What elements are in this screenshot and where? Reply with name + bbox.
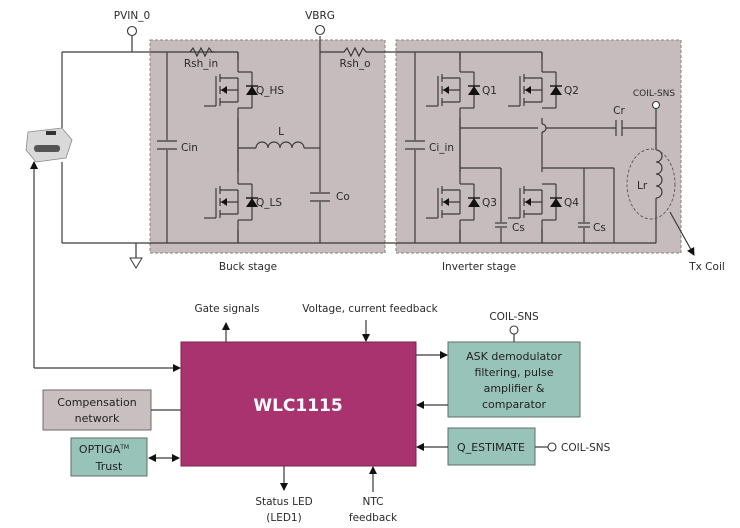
q1-label: Q1 <box>482 85 497 97</box>
pvin-label: PVIN_0 <box>114 10 150 22</box>
lr-label: Lr <box>637 180 648 192</box>
q3-mosfet <box>425 172 481 230</box>
ask-line-3: amplifier & <box>484 382 545 395</box>
rsh-in-label: Rsh_in <box>184 58 218 70</box>
ci-in-label: Ci_in <box>429 142 454 154</box>
feedback-label: Voltage, current feedback <box>302 303 438 315</box>
ntc-sub-label: feedback <box>349 512 398 524</box>
q-estimate-block <box>447 427 536 466</box>
q-ls-mosfet <box>203 172 259 230</box>
controller-name: WLC1115 <box>253 396 342 416</box>
input-wiring <box>61 36 396 269</box>
cin-label: Cin <box>181 142 198 154</box>
wlc1115-controller <box>180 341 417 467</box>
q2-label: Q2 <box>564 85 579 97</box>
ask-coil-sns-label: COIL-SNS <box>489 311 539 323</box>
ask-line-4: comparator <box>482 398 547 411</box>
status-led-sub-label: (LED1) <box>266 512 301 524</box>
inverter-stage-label: Inverter stage <box>442 261 516 273</box>
optiga-label: OPTIGATM <box>79 443 129 456</box>
gate-signals-label: Gate signals <box>194 303 259 315</box>
pvin-node <box>126 25 138 37</box>
ask-demodulator-block <box>447 341 581 418</box>
ask-line-1: ASK demodulator <box>466 350 562 363</box>
status-led-label: Status LED <box>255 496 312 508</box>
tx-coil-label: Tx Coil <box>688 261 725 273</box>
q-coil-sns-node <box>547 442 557 452</box>
ntc-label: NTC <box>363 496 384 508</box>
compensation-line-1: Compensation <box>57 396 136 409</box>
q-ls-label: Q_LS <box>256 197 282 209</box>
usb-c-connector-icon <box>25 127 73 163</box>
coil-sns-node <box>651 100 661 110</box>
q-hs-label: Q_HS <box>256 85 284 97</box>
q-coil-sns-label: COIL-SNS <box>561 442 611 454</box>
optiga-trust-block <box>70 437 148 477</box>
q4-mosfet <box>507 172 563 230</box>
q1-mosfet <box>425 60 481 118</box>
buck-stage-label: Buck stage <box>219 261 277 273</box>
optiga-trust-label: Trust <box>95 460 123 473</box>
compensation-line-2: network <box>75 412 120 425</box>
q2-mosfet <box>507 60 563 118</box>
cs-left-label: Cs <box>512 222 525 234</box>
coil-sns-top-label: COIL-SNS <box>633 89 676 99</box>
inductor-l-label: L <box>278 126 284 138</box>
ask-line-2: filtering, pulse <box>474 366 553 379</box>
q-estimate-label: Q_ESTIMATE <box>457 441 525 454</box>
rsh-o-label: Rsh_o <box>339 58 370 70</box>
q4-label: Q4 <box>564 197 579 209</box>
vbrg-node <box>314 24 326 36</box>
cs-right-label: Cs <box>593 222 606 234</box>
ask-coil-sns-node <box>509 325 519 335</box>
q-hs-mosfet <box>203 60 259 118</box>
q3-label: Q3 <box>482 197 497 209</box>
cr-label: Cr <box>613 105 625 117</box>
vbrg-label: VBRG <box>305 10 335 22</box>
compensation-network-block <box>42 389 152 431</box>
co-label: Co <box>336 191 350 203</box>
